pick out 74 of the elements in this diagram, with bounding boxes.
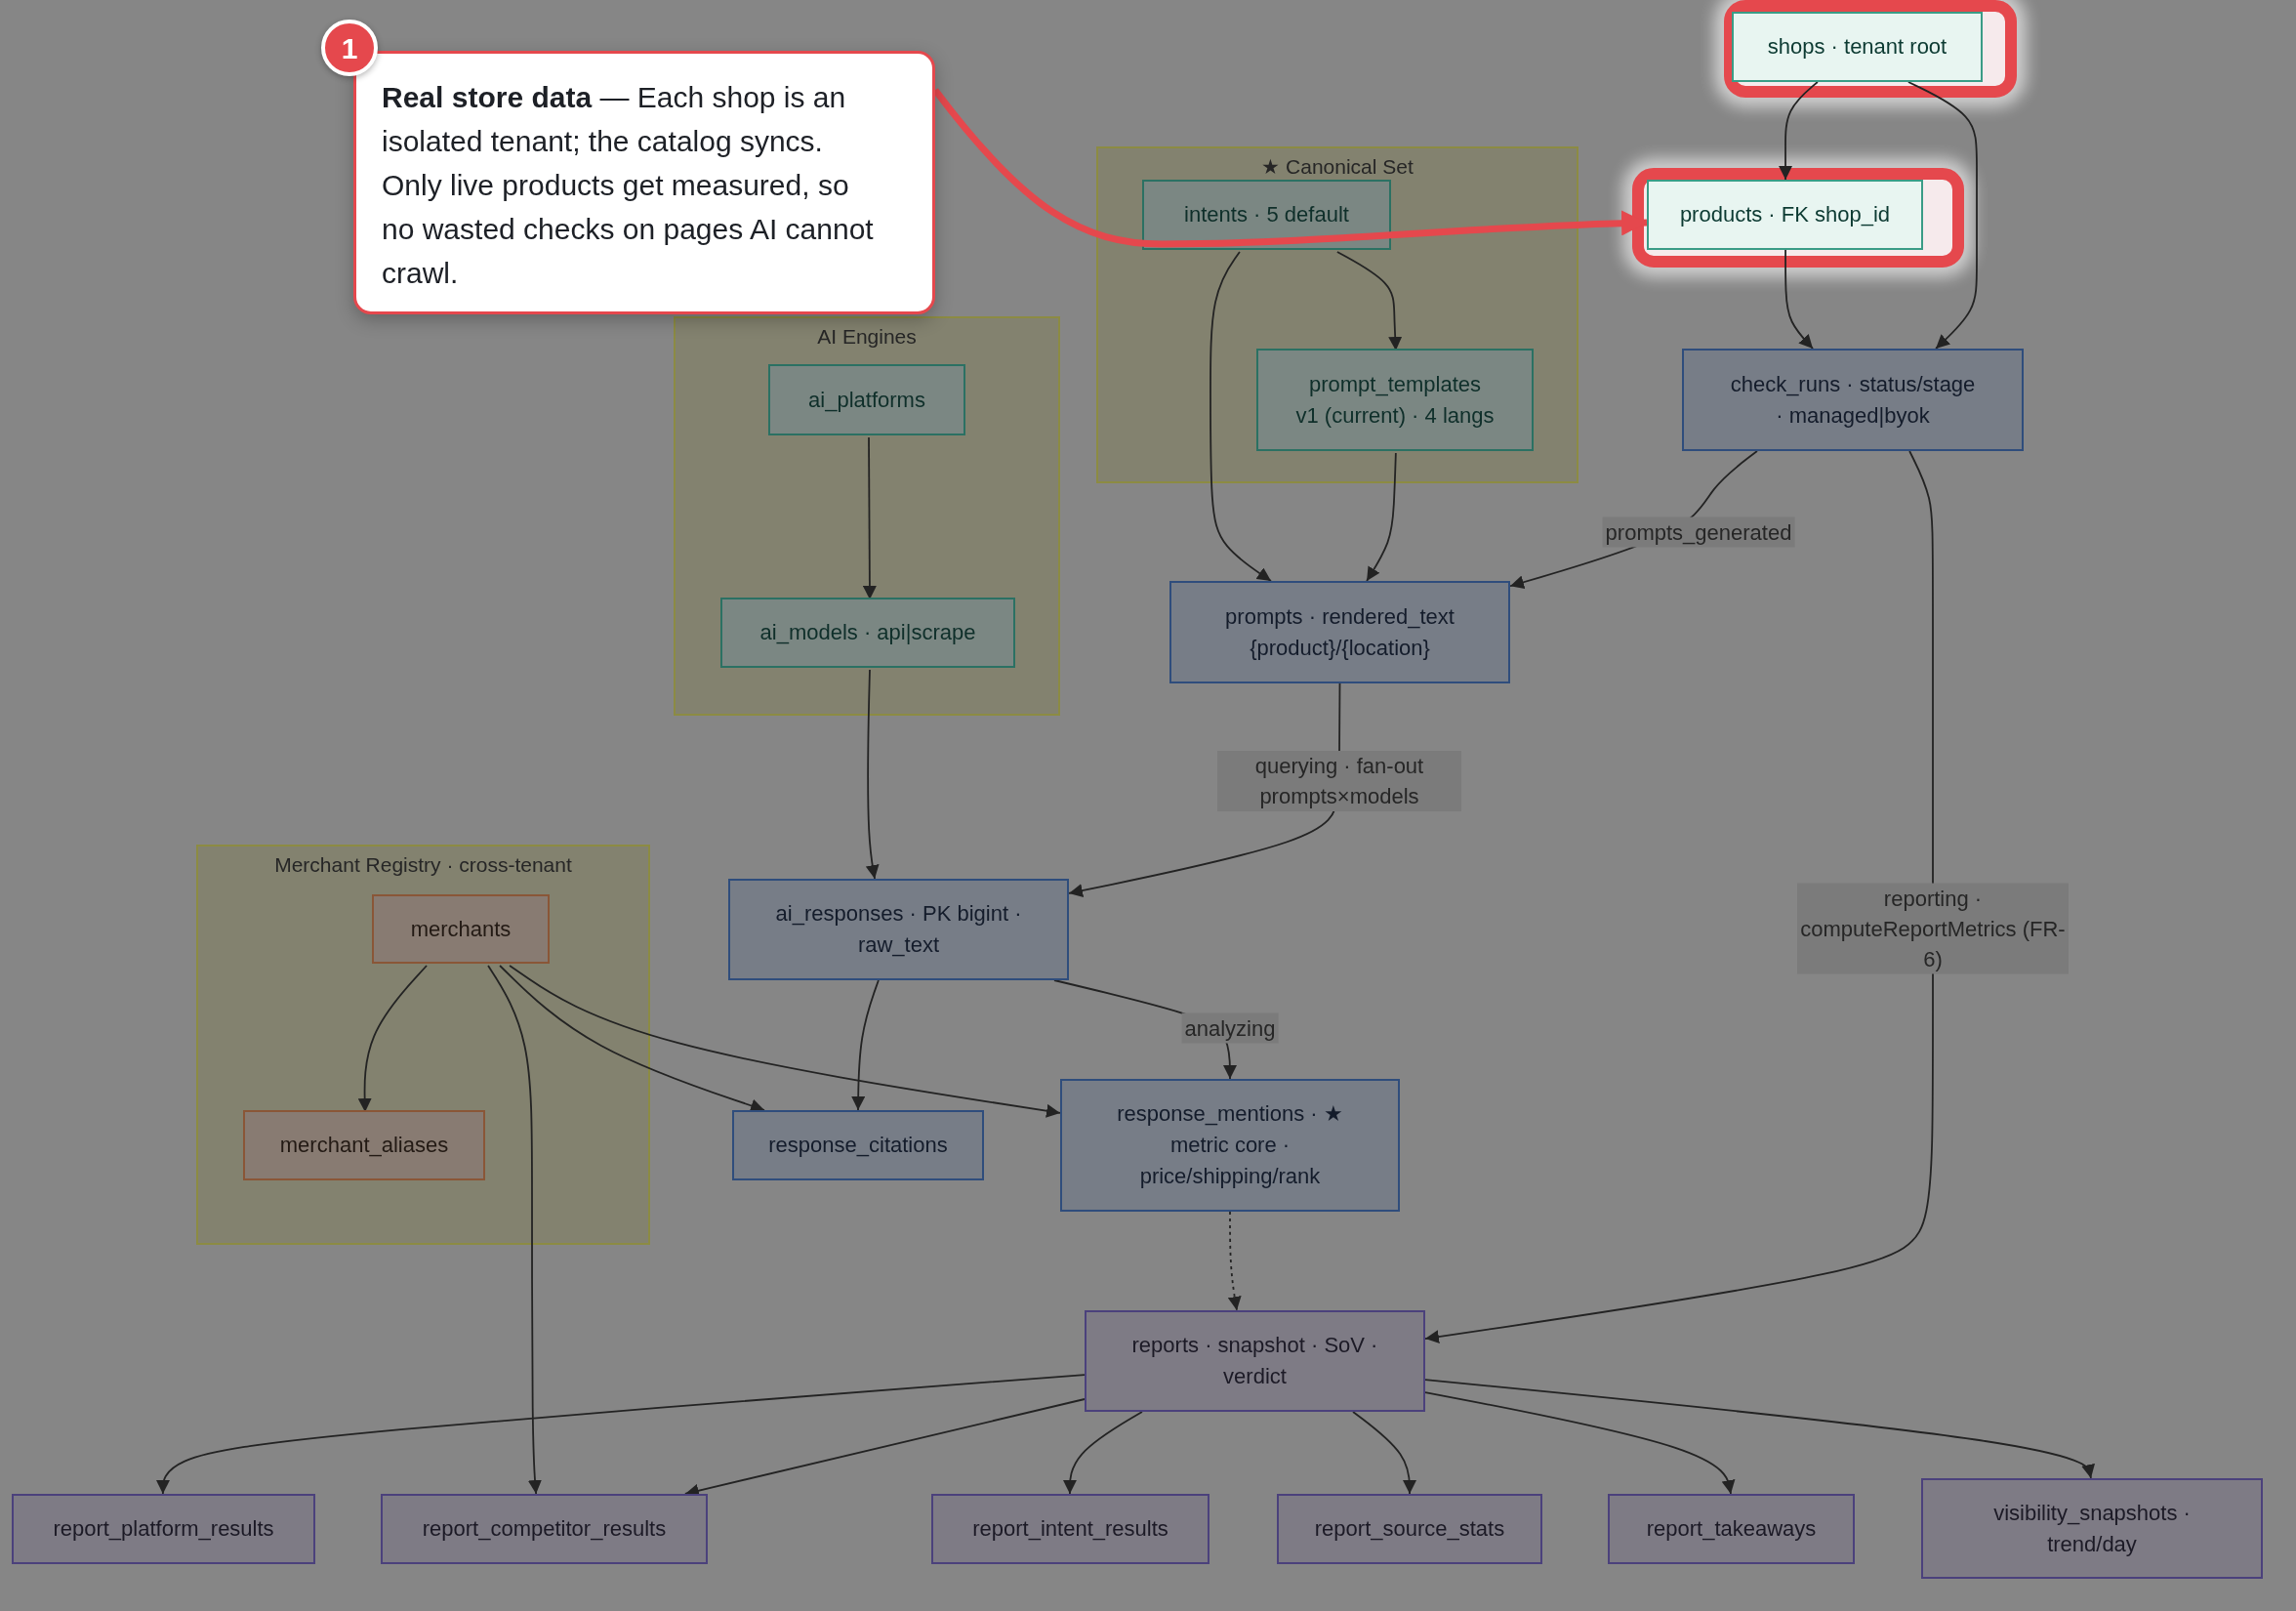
arrow xyxy=(1336,251,1403,351)
node-label: shops · tenant root xyxy=(1767,33,1948,61)
node-label: report_platform_results xyxy=(53,1515,274,1543)
edge-label: reporting · computeReportMetrics (FR-6) xyxy=(1797,883,2069,974)
edge-label: prompts_generated xyxy=(1602,516,1795,548)
table-box xyxy=(720,598,1015,668)
node-label: report_intent_results xyxy=(972,1515,1168,1543)
table-box xyxy=(1256,349,1534,451)
node-label: response_citations xyxy=(768,1132,948,1159)
arrow xyxy=(862,436,877,600)
node-label: ai_platforms xyxy=(808,386,925,414)
table-box xyxy=(768,364,965,435)
table-box xyxy=(243,1110,485,1180)
table-box xyxy=(728,879,1069,980)
callout-arrow xyxy=(932,88,1648,248)
arrow xyxy=(1210,251,1272,582)
dashed-arrow xyxy=(1227,1211,1242,1311)
group-title: AI Engines xyxy=(817,324,917,350)
arrow xyxy=(1779,81,1819,181)
edge-label: querying · fan-out prompts×models xyxy=(1217,751,1461,811)
table-box xyxy=(1921,1478,2263,1579)
arrow xyxy=(487,965,542,1495)
node-label: v1 (current) · 4 langs xyxy=(1295,401,1495,430)
node-label: response_mentions · ★ metric core · price/shipping/rank xyxy=(1116,1100,1344,1190)
table-box xyxy=(1169,581,1510,683)
edge-label: analyzing xyxy=(1181,1012,1279,1044)
callout-text: Real store data — Each shop is an isolated tenant; the catalog syncs. Only live products get measured, so no wasted checks on pages AI cannot crawl. xyxy=(382,80,875,291)
arrow xyxy=(1424,1379,2095,1479)
arrow xyxy=(155,1374,1086,1495)
table-box xyxy=(732,1110,984,1180)
table-box xyxy=(1277,1494,1542,1564)
node-label: visibility_snapshots · trend/day xyxy=(1992,1499,2192,1558)
arrow xyxy=(1424,1391,1736,1495)
arrow xyxy=(509,965,1061,1118)
table-box xyxy=(372,894,550,964)
group-title: Merchant Registry · cross-tenant xyxy=(274,852,572,878)
table-box xyxy=(1647,180,1923,250)
arrow xyxy=(1907,81,1978,350)
arrow xyxy=(851,979,880,1111)
table-box xyxy=(12,1494,315,1564)
table-box xyxy=(381,1494,708,1564)
group-frame xyxy=(196,845,650,1245)
node-label: ai_responses · PK bigint · raw_text xyxy=(774,900,1023,959)
table-box xyxy=(1608,1494,1855,1564)
arrow xyxy=(865,669,880,880)
node-label: prompts · rendered_text {product}/{location} xyxy=(1224,602,1456,662)
arrow xyxy=(1062,1411,1143,1495)
node-label: prompt_templates xyxy=(1308,370,1482,398)
table-box xyxy=(1732,12,1983,82)
table-box xyxy=(931,1494,1210,1564)
table-box xyxy=(1085,1310,1425,1412)
node-label: report_takeaways xyxy=(1646,1515,1817,1543)
node-label: products · FK shop_id xyxy=(1679,201,1891,228)
table-box xyxy=(1142,180,1391,250)
node-label: ai_models · api|scrape xyxy=(759,619,976,646)
node-label: merchant_aliases xyxy=(279,1132,449,1159)
table-box xyxy=(1682,349,2024,451)
arrow xyxy=(1352,1411,1416,1495)
node-label: reports · snapshot · SoV · verdict xyxy=(1130,1332,1379,1390)
callout-number: 1 xyxy=(321,20,378,76)
arrow xyxy=(499,965,765,1113)
node-label: intents · 5 default xyxy=(1184,201,1349,228)
arrow xyxy=(1424,450,1934,1343)
node-label: check_runs · status/stage · managed|byok xyxy=(1729,370,1977,430)
arrow xyxy=(1366,452,1397,582)
group-frame xyxy=(674,316,1060,716)
group-frame xyxy=(1096,146,1578,483)
node-label: report_competitor_results xyxy=(422,1515,667,1543)
node-label: merchants xyxy=(410,915,512,943)
arrow xyxy=(357,965,428,1113)
table-box xyxy=(1060,1079,1400,1212)
node-label: report_source_stats xyxy=(1314,1515,1505,1543)
arrow xyxy=(1784,249,1814,350)
group-title: ★ Canonical Set xyxy=(1261,154,1414,180)
